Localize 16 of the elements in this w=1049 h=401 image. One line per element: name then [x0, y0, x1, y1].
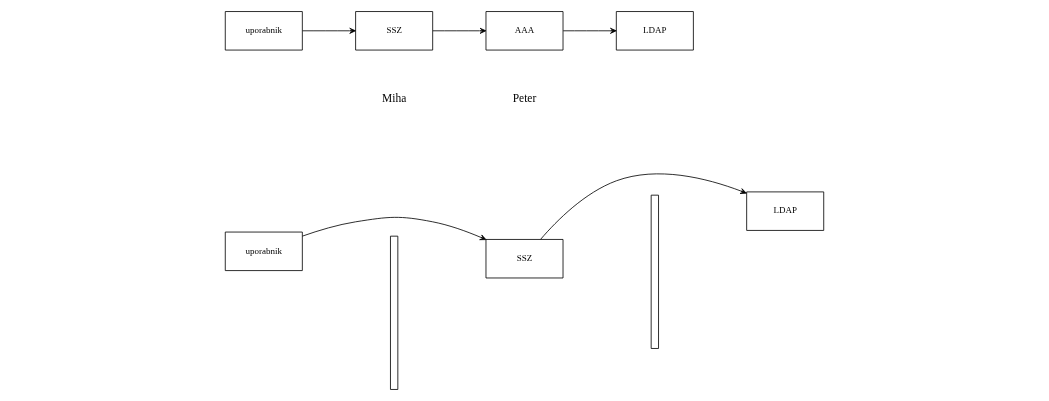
arrow — [432, 27, 487, 34]
node-box: AAA — [485, 11, 564, 51]
arrow — [562, 27, 617, 34]
node-box: uporabnik — [224, 231, 303, 271]
arrow — [540, 173, 747, 240]
node-bar — [650, 194, 659, 349]
arrow — [302, 216, 487, 241]
node-box: SSZ — [355, 11, 434, 51]
node-box: LDAP — [746, 191, 825, 231]
label: Peter — [512, 91, 537, 104]
label: Miha — [382, 91, 407, 104]
node-box: LDAP — [615, 11, 694, 51]
node-box: SSZ — [485, 239, 564, 279]
arrow — [302, 27, 356, 34]
node-bar — [390, 235, 399, 390]
node-box: uporabnik — [224, 11, 303, 51]
